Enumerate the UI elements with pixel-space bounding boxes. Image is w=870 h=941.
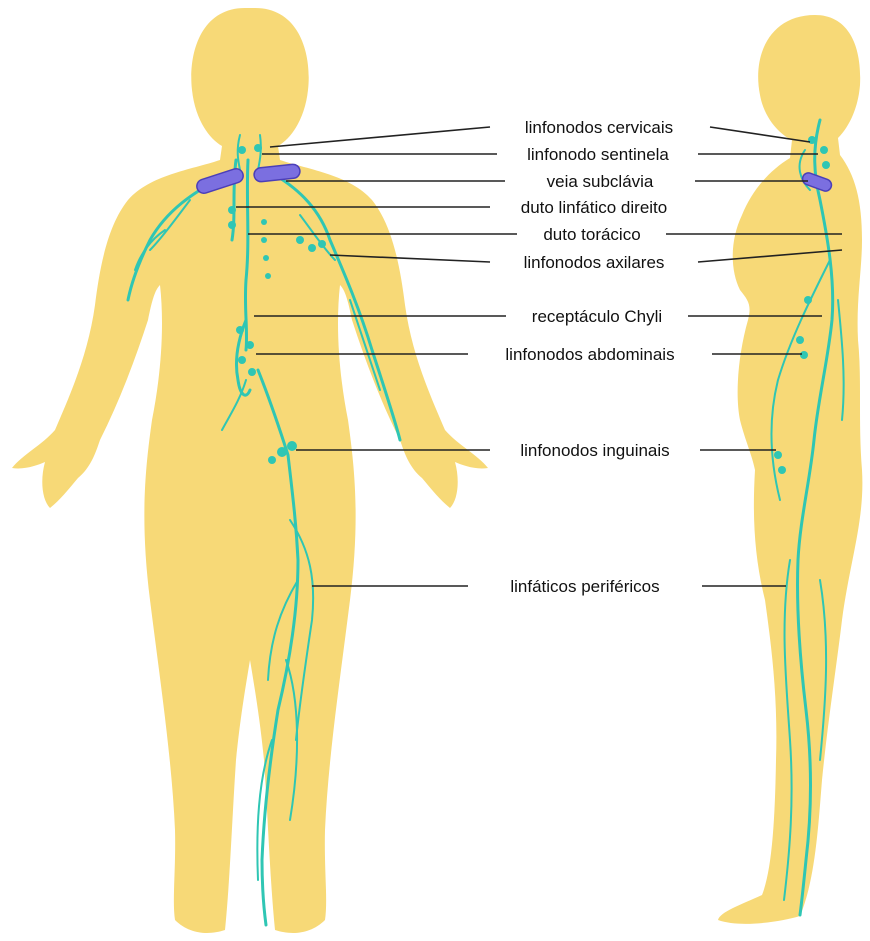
label-subclavian-vein: veia subclávia (547, 172, 654, 191)
label-peripheral-lymphatics: linfáticos periféricos (510, 577, 659, 596)
label-inguinal-nodes: linfonodos inguinais (520, 441, 669, 460)
label-abdominal-nodes: linfonodos abdominais (505, 345, 674, 364)
front-body-silhouette (12, 8, 488, 933)
label-right-lymphatic-duct: duto linfático direito (521, 198, 667, 217)
label-receptaculum-chyli: receptáculo Chyli (532, 307, 662, 326)
labels: linfonodos cervicais linfonodo sentinela… (505, 118, 674, 596)
side-body-silhouette (718, 15, 862, 924)
label-thoracic-duct: duto torácico (543, 225, 640, 244)
label-cervical-nodes: linfonodos cervicais (525, 118, 673, 137)
label-sentinel-node: linfonodo sentinela (527, 145, 669, 164)
label-axillary-nodes: linfonodos axilares (524, 253, 665, 272)
